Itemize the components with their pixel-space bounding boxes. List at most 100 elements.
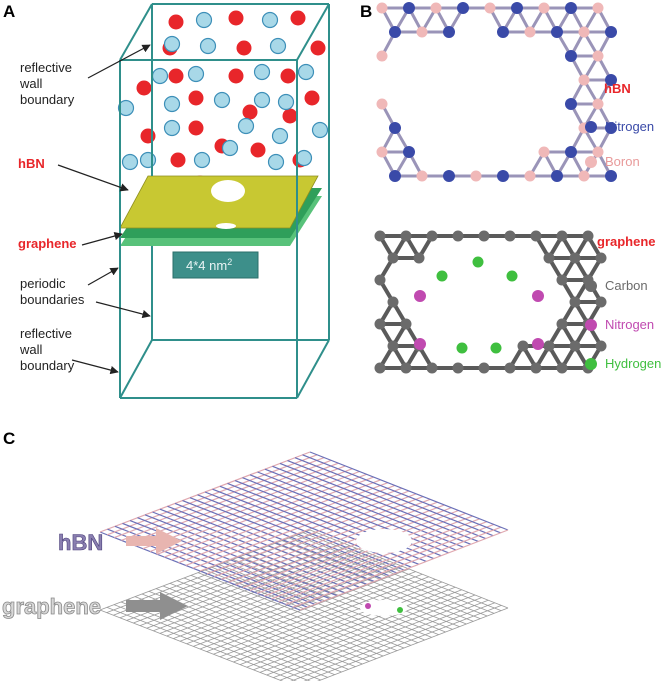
blue-ion [121,153,139,171]
boron-atom [592,98,604,110]
graphene-gridline [281,540,481,620]
hbn-lattice [376,2,617,182]
graphene-gridline [303,605,502,681]
hydrogen-atom [472,256,484,268]
nitrogen-atom [457,2,469,14]
hbn-gridline [221,498,431,580]
graphene-gridline [239,584,449,665]
nitrogen-atom [443,26,455,38]
hbn-pointer-arrow [126,528,182,554]
legend-label: Carbon [605,278,648,293]
carbon-atom [374,318,386,330]
hydrogen-atom [490,342,502,354]
size-label-sup: 2 [227,257,232,267]
graphene-gridline [246,586,456,668]
red-ion [188,120,204,136]
blue-ion [221,139,239,157]
red-ion [188,90,204,106]
panel-b-letter: B [360,2,372,21]
simulation-box [119,3,330,399]
boron-atom [376,50,388,62]
legend-dot [585,156,597,168]
carbon-atom [543,252,555,264]
ion-particles [117,10,329,191]
blue-ion [187,65,205,83]
graphene-label-c: graphene [2,594,101,619]
hbn-gridline [292,526,502,608]
periodic-label: periodic boundaries [20,276,85,307]
graphene-pore-3d [360,600,408,616]
graphene-gridline [279,599,489,681]
nitrogen-atom [389,170,401,182]
graphene-pointer-arrow [126,592,188,620]
carbon-atom [452,230,464,242]
reflective-bottom-line2: wall [19,342,43,357]
hbn-gridline [279,462,479,542]
legend-label: Nitrogen [605,317,654,332]
nitrogen-atom [605,122,617,134]
legend-dot [585,280,597,292]
nitrogen-atom [443,170,455,182]
blue-ion [311,121,329,139]
blue-ion [213,91,231,109]
red-ion [170,152,186,168]
carbon-atom [478,230,490,242]
blue-ion [295,149,313,167]
carbon-atom [387,340,399,352]
hbn-gridline [278,521,488,603]
hbn-label-c: hBN [58,530,103,555]
nitrogen-atom [497,170,509,182]
boron-atom [470,170,482,182]
graphene-gridline [273,597,482,678]
red-ion [136,80,152,96]
annotation-arrows [57,44,151,375]
nitrogen-atom [511,2,523,14]
legend-dot [585,121,597,133]
blue-ion [297,63,315,81]
red-ion [310,40,326,56]
graphene-gridline [309,529,509,609]
nitrogen-atom [565,98,577,110]
legend-label: Hydrogen [605,356,661,371]
hbn-gridline [199,490,410,572]
hbn-gridline [212,488,412,568]
boron-atom [538,146,550,158]
nitrogen-atom [365,603,371,609]
graphene-gridline [233,581,443,663]
hbn-gridline [249,509,459,592]
hbn-pore-3d [356,529,412,553]
boron-atom [592,2,604,14]
nitrogen-atom [414,338,426,350]
hbn-gridline [249,474,449,554]
reflective-top-label: reflective wall boundary [19,60,75,107]
red-ion [304,90,320,106]
hbn-sheet [119,175,319,229]
graphene-gridline [295,534,495,614]
graphene-gridline [302,532,502,612]
nitrogen-atom [565,146,577,158]
legend-dot [585,358,597,370]
blue-ion [193,151,211,169]
nitrogen-atom [605,26,617,38]
carbon-atom [400,230,412,242]
nitrogen-atom [389,26,401,38]
graphene-label-a: graphene [18,236,77,251]
graphene-gridline [317,607,509,681]
carbon-atom [504,362,516,374]
carbon-atom [387,252,399,264]
red-ion [290,10,306,26]
graphene-lattice [374,230,607,374]
periodic-line2: boundaries [20,292,85,307]
nitrogen-atom [565,50,577,62]
blue-ion [277,93,295,111]
carbon-atom [426,362,438,374]
carbon-atom [374,362,386,374]
hbn-gridline [271,518,480,600]
boron-atom [484,2,496,14]
hbn-gridline [257,471,457,551]
carbon-atom [556,274,568,286]
blue-ion [163,119,181,137]
hbn-gridline [285,523,495,605]
periodic-line1: periodic [20,276,66,291]
